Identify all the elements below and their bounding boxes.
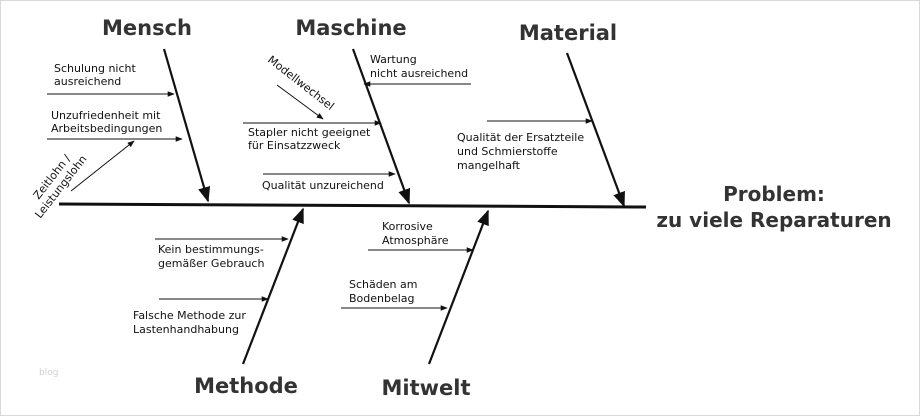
cause-wartung-line1: Wartung [370, 53, 417, 66]
category-mitwelt: Mitwelt [381, 376, 470, 400]
cause-schulung-line1: Schulung nicht [54, 62, 136, 75]
cause-korrosiv-line2: Atmosphäre [382, 234, 449, 247]
category-methode: Methode [194, 374, 298, 398]
cause-unzufriedenheit-line2: Arbeitsbedingungen [51, 122, 162, 135]
bone-methode [241, 207, 305, 365]
problem-subtitle: zu viele Reparaturen [656, 208, 891, 232]
category-material: Material [519, 21, 617, 45]
category-maschine: Maschine [295, 16, 406, 40]
arrow-zeitlohn [70, 140, 135, 192]
spine-line [58, 202, 647, 209]
cause-schaeden-line2: Bodenbelag [349, 292, 415, 305]
cause-falsche-methode-line1: Falsche Methode zur [133, 309, 246, 322]
arrow-modellwechsel [276, 84, 324, 120]
bone-mensch [162, 48, 211, 203]
cause-korrosiv-line1: Korrosive [382, 220, 433, 233]
cause-falsche-methode-line2: Lastenhandhabung [133, 323, 239, 336]
cause-ersatzteile-line2: und Schmierstoffe [457, 145, 558, 158]
bone-material [565, 52, 626, 208]
cause-qualitaet-unzureichend: Qualität unzureichend [262, 179, 384, 192]
cause-ersatzteile-line1: Qualität der Ersatzteile [457, 131, 584, 144]
cause-kein-gebrauch-line1: Kein bestimmungs- [158, 243, 264, 256]
cause-kein-gebrauch-line2: gemäßer Gebrauch [158, 257, 264, 270]
cause-schaeden-line1: Schäden am [349, 278, 417, 291]
cause-stapler-line2: für Einsatzzweck [248, 139, 341, 152]
category-mensch: Mensch [102, 16, 192, 40]
cause-schulung-line2: ausreichend [54, 75, 121, 88]
bone-maschine [351, 48, 411, 205]
cause-stapler-line1: Stapler nicht geeignet [248, 126, 371, 139]
cause-wartung-line2: nicht ausreichend [370, 67, 468, 80]
bone-mitwelt [427, 209, 490, 365]
cause-unzufriedenheit-line1: Unzufriedenheit mit [51, 109, 161, 122]
cause-zeitlohn: Zeitlohn / Leistungslohn [31, 152, 90, 221]
problem-title: Problem: [723, 182, 825, 206]
cause-modellwechsel: Modellwechsel [265, 53, 336, 113]
watermark: blog [39, 368, 58, 378]
cause-ersatzteile-line3: mangelhaft [457, 159, 521, 172]
